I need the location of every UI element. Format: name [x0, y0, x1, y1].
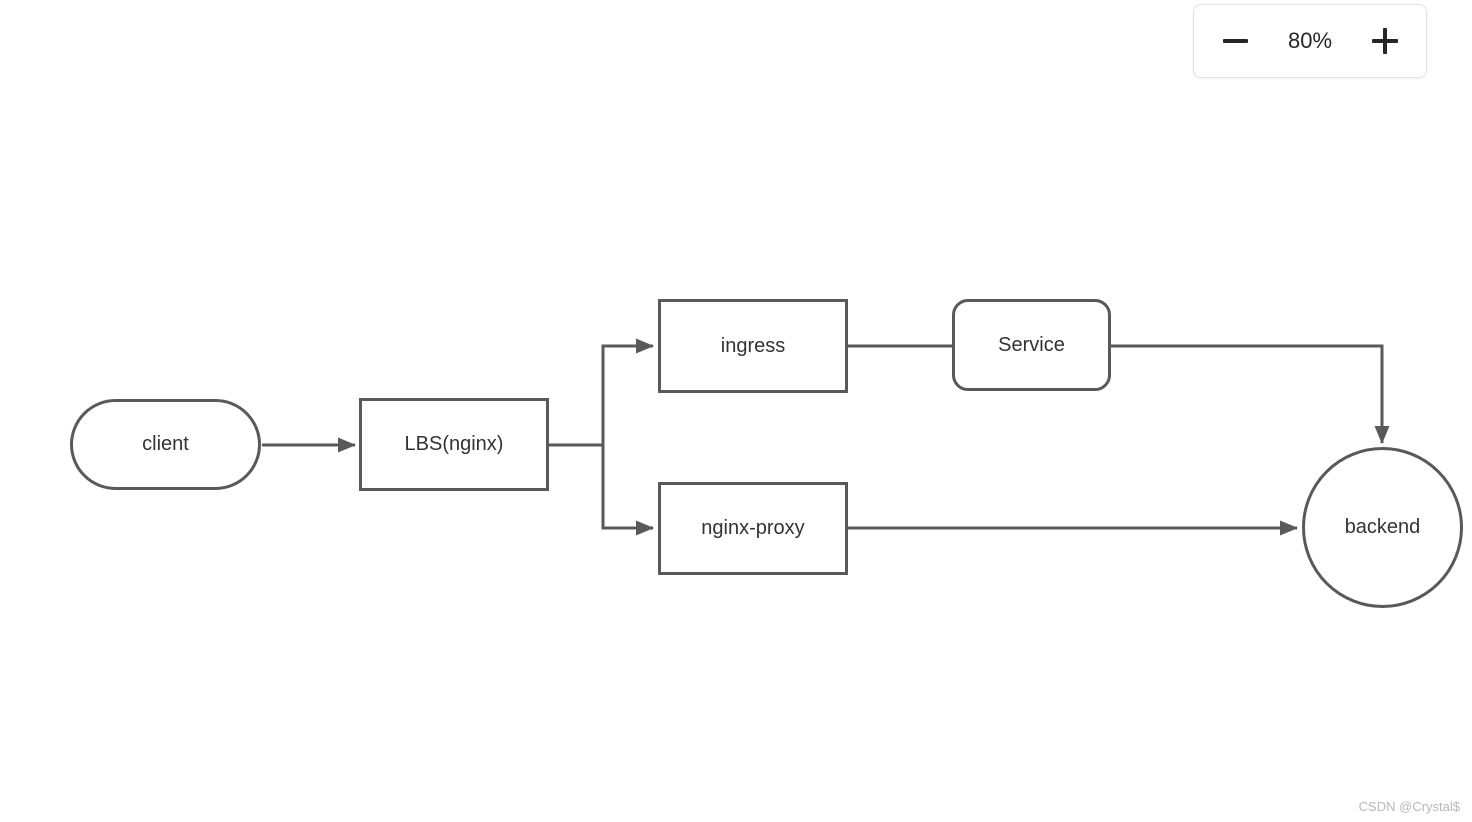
- zoom-control: 80%: [1193, 4, 1427, 78]
- node-backend[interactable]: backend: [1302, 447, 1463, 608]
- edge-lbs-nginx-proxy[interactable]: [601, 445, 654, 536]
- node-service[interactable]: Service: [952, 299, 1111, 391]
- node-client-label: client: [142, 433, 189, 455]
- node-ingress-label: ingress: [720, 334, 786, 357]
- watermark: CSDN @Crystal$: [1358, 799, 1460, 814]
- zoom-in-button[interactable]: [1370, 26, 1400, 56]
- node-ingress[interactable]: ingress: [658, 299, 848, 393]
- plus-icon: [1371, 28, 1398, 54]
- node-nginx-proxy-label: nginx-proxy: [701, 517, 805, 539]
- node-backend-label: backend: [1344, 516, 1421, 538]
- node-nginx-proxy[interactable]: nginx-proxy: [658, 482, 848, 575]
- node-lbs-nginx-label: LBS(nginx): [404, 433, 504, 455]
- node-lbs-nginx[interactable]: LBS(nginx): [359, 398, 549, 491]
- node-service-label: Service: [998, 333, 1065, 356]
- zoom-out-button[interactable]: [1220, 26, 1250, 56]
- minus-icon: [1222, 39, 1248, 43]
- zoom-level-label: 80%: [1287, 28, 1333, 53]
- edge-lbs-ingress[interactable]: [549, 338, 654, 447]
- node-client[interactable]: client: [70, 399, 261, 490]
- edge-service-backend[interactable]: [1111, 344, 1390, 444]
